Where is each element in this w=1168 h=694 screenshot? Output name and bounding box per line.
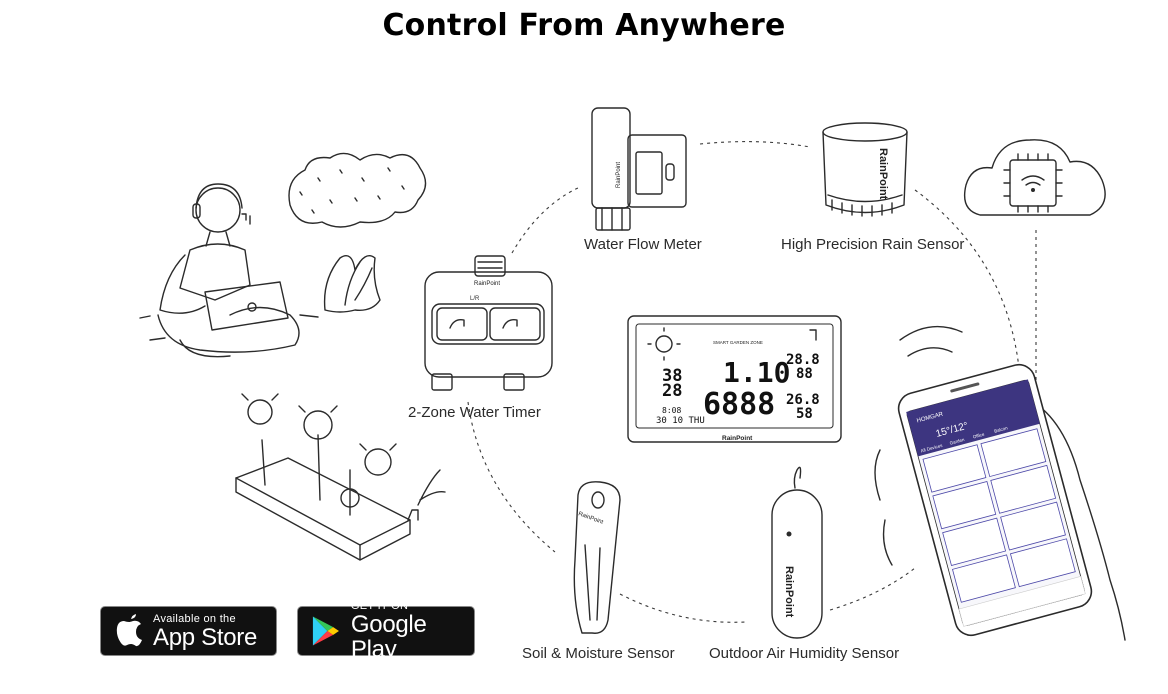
flow-meter-brand-label: RainPoint [616,162,622,188]
humidity-sensor-brand-label: RainPoint [783,566,795,618]
display-temp-out: 28 [662,381,682,401]
humidity-sensor-device [771,466,823,639]
weather-display-device [627,315,842,443]
app-store-line2: App Store [153,623,258,651]
water-flow-meter-device [591,107,687,231]
display-time: 8:08 [662,406,681,415]
google-play-line1: GET IT ON [350,600,409,612]
humidity-sensor-label: Outdoor Air Humidity Sensor [709,645,900,662]
display-right-hum1: 88 [796,366,813,382]
display-header: SMART GARDEN ZONE [713,340,763,345]
app-store-button[interactable]: Available on the App Store [100,606,277,656]
google-play-line2: Google Play [350,611,427,663]
phone-tab-garden[interactable]: Garden [949,437,965,446]
water-timer-device: L/R [424,255,553,391]
bush-illustration [288,152,427,313]
phone-tab-all-devices[interactable]: All Devices [920,443,944,454]
phone-tab-balcon[interactable]: Balcon [994,425,1009,434]
cloud-chip-icon [963,139,1106,216]
soil-sensor-brand-label: RainPoint [577,511,604,526]
person-laptop-illustration [139,183,319,358]
svg-text:L/R: L/R [470,296,480,302]
page-title: Control From Anywhere [382,8,786,43]
display-brand-label: RainPoint [722,435,753,442]
rain-sensor-label: High Precision Rain Sensor [781,236,965,253]
display-right-temp1: 28.8 [786,352,820,368]
phone-tab-office[interactable]: Office [972,431,985,439]
display-right-temp2: 26.8 [786,392,820,408]
water-flow-meter-label: Water Flow Meter [584,236,702,253]
water-timer-label: 2-Zone Water Timer [408,404,541,421]
soil-sensor-label: Soil & Moisture Sensor [522,645,675,662]
google-play-button[interactable]: GET IT ON Google Play [297,600,475,662]
rain-sensor-device [822,122,908,217]
display-temp-in: 38 [662,366,682,386]
display-right-hum2: 58 [796,406,813,422]
phone-in-hand-illustration [874,325,1126,641]
display-date: 30 10 THU [656,416,705,426]
display-total: 6888 [703,387,775,422]
rain-sensor-brand-label: RainPoint [877,148,889,200]
connection-lines [467,141,1037,623]
sunflower-planter-illustration [235,393,446,561]
app-store-line1: Available on the [153,612,236,625]
apple-icon [116,614,142,647]
timer-brand-label: RainPoint [474,281,500,287]
google-play-icon [312,616,339,646]
soil-sensor-device [573,481,621,634]
display-flow: 1.10 [723,356,790,389]
